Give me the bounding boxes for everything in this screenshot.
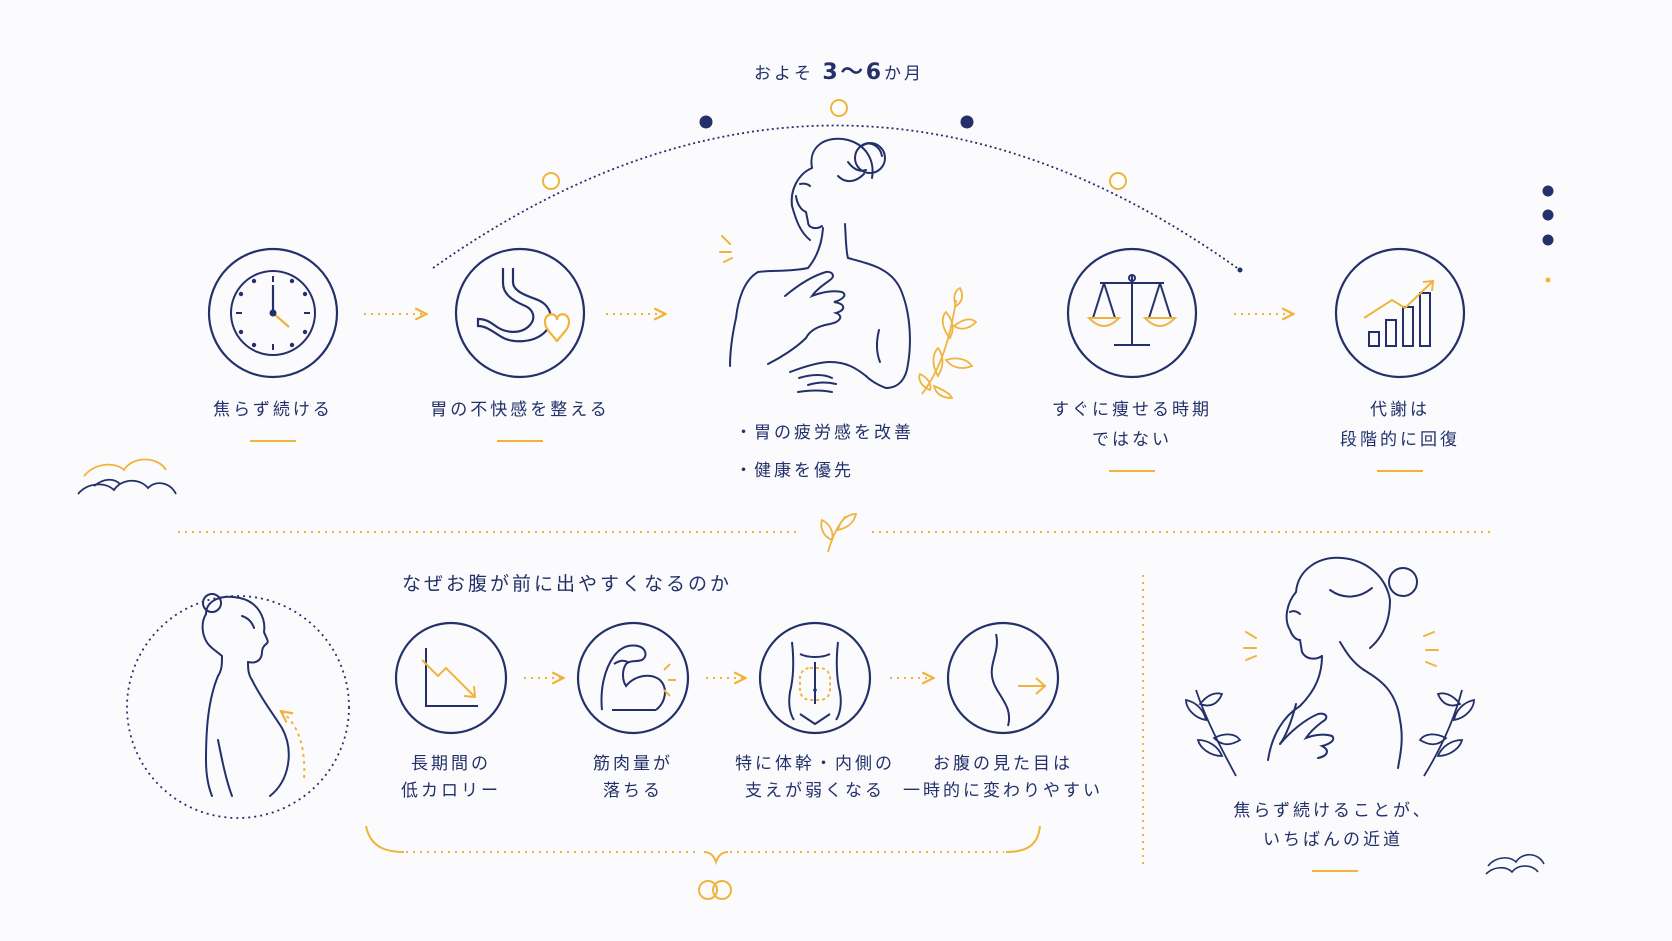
step-circle-1 — [207, 247, 339, 379]
conclusion-underline — [1312, 870, 1358, 872]
step-underline-1 — [250, 440, 296, 442]
leaf-branch-icon — [918, 286, 978, 399]
scale-icon — [1086, 274, 1178, 346]
step-circle-4 — [1334, 247, 1466, 379]
center-point-1: 胃の疲労感を改善 — [735, 418, 914, 443]
cloud-decoration-left — [77, 458, 177, 495]
cause-label-4b: 一時的に変わりやすい — [903, 781, 1103, 801]
step-circle-3 — [1066, 247, 1198, 379]
cause-label-2a: 筋肉量が — [593, 754, 673, 774]
arc-node-1 — [542, 172, 560, 190]
leaf-branch-left-icon — [1185, 689, 1242, 777]
step-label-1: 焦らず続ける — [213, 400, 333, 420]
conclusion-line-2: いちばんの近道 — [1263, 830, 1403, 850]
section-title: なぜお腹が前に出やすくなるのか — [402, 573, 733, 595]
step-circle-2 — [454, 247, 586, 379]
cause-label-1b: 低カロリー — [401, 781, 501, 801]
pagination-dots — [1542, 185, 1554, 283]
step-label-3a: すぐに痩せる時期 — [1052, 400, 1212, 420]
step-underline-3 — [1109, 470, 1155, 472]
step-underline-4 — [1377, 470, 1423, 472]
timeline-range: 3〜6 — [822, 60, 885, 85]
step-label-4b: 段階的に回復 — [1340, 430, 1460, 450]
cause-circle-4 — [946, 621, 1060, 735]
cause-label-1a: 長期間の — [411, 754, 491, 774]
cause-label-3a: 特に体幹・内側の — [735, 754, 895, 774]
arc-node-4 — [960, 115, 974, 129]
conclusion-line-1: 焦らず続けることが、 — [1233, 801, 1433, 821]
step-label-2: 胃の不快感を整える — [430, 400, 610, 420]
step-label-3b: ではない — [1092, 430, 1172, 450]
side-profile-figure — [201, 593, 290, 797]
cause-circle-2 — [576, 621, 690, 735]
leaf-branch-right-icon — [1418, 689, 1475, 777]
step-label-4a: 代謝は — [1370, 400, 1430, 420]
downtrend-chart-icon — [421, 648, 478, 707]
stomach-heart-icon — [476, 268, 571, 343]
arc-node-5 — [1109, 172, 1127, 190]
profile-dotted-circle — [126, 595, 350, 819]
woman-portrait-right — [1267, 556, 1418, 769]
growth-chart-icon — [1363, 279, 1435, 347]
center-point-2: 健康を優先 — [735, 456, 854, 481]
cloud-decoration-right — [1485, 853, 1545, 875]
arc-node-2 — [699, 115, 713, 129]
cause-label-4a: お腹の見た目は — [933, 754, 1073, 774]
torso-core-icon — [788, 641, 842, 726]
cause-circle-3 — [758, 621, 872, 735]
timeline-label: およそ 3〜6か月 — [753, 60, 925, 85]
belly-profile-icon — [990, 633, 1047, 727]
arc-node-3 — [830, 99, 848, 117]
cause-bracket — [365, 825, 1041, 900]
clock-icon — [230, 270, 316, 356]
section-divider — [178, 513, 1490, 553]
cause-label-2b: 落ちる — [603, 781, 663, 801]
timeline-arc — [432, 99, 1243, 273]
muscle-arm-icon — [600, 644, 676, 711]
cause-label-3b: 支えが弱くなる — [745, 781, 885, 801]
woman-portrait-center — [729, 137, 911, 393]
step-underline-2 — [497, 440, 543, 442]
cause-circle-1 — [394, 621, 508, 735]
